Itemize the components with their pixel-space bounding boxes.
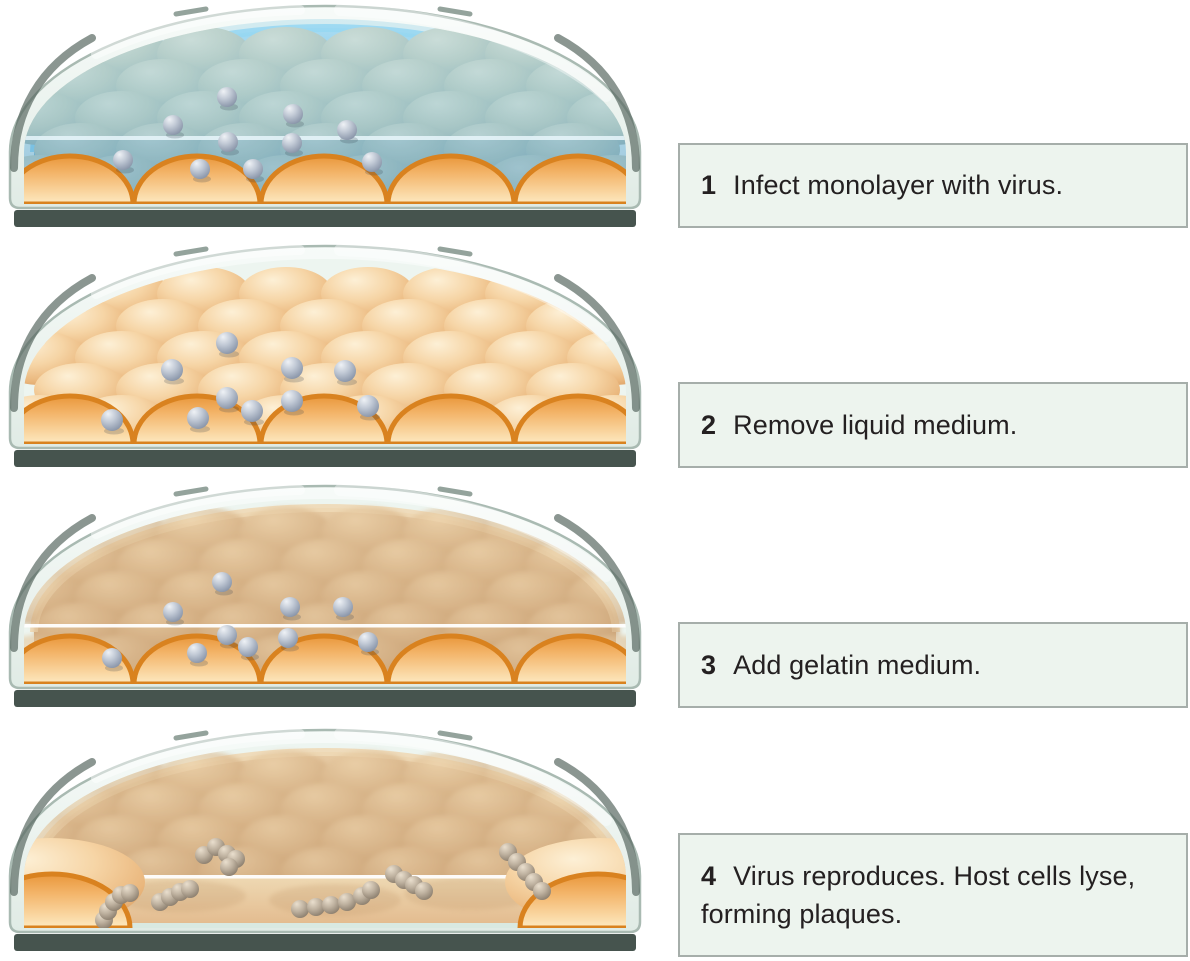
- step-1-number: 1: [701, 170, 717, 201]
- step-1-label: 1 Infect monolayer with virus.: [701, 166, 1063, 204]
- step-3-text: Add gelatin medium.: [733, 649, 982, 680]
- step-3-number: 3: [701, 649, 717, 680]
- step-1-text: Infect monolayer with virus.: [733, 170, 1064, 201]
- petri-dish-step-2: [8, 244, 642, 467]
- step-2-number: 2: [701, 409, 717, 440]
- petri-dish-step-1: [8, 4, 642, 227]
- petri-dish-step-3: [8, 484, 642, 707]
- step-4-text: Virus reproduces. Host cells lyse, formi…: [701, 860, 1136, 929]
- step-3-label: 3 Add gelatin medium.: [701, 646, 981, 684]
- petri-dish-step-4: [8, 728, 642, 951]
- step-2-text: Remove liquid medium.: [733, 409, 1018, 440]
- step-4-number: 4: [701, 860, 717, 891]
- step-2-label-box: 2 Remove liquid medium.: [678, 382, 1188, 468]
- step-3-label-box: 3 Add gelatin medium.: [678, 622, 1188, 708]
- step-2-label: 2 Remove liquid medium.: [701, 406, 1017, 444]
- step-1-label-box: 1 Infect monolayer with virus.: [678, 143, 1188, 228]
